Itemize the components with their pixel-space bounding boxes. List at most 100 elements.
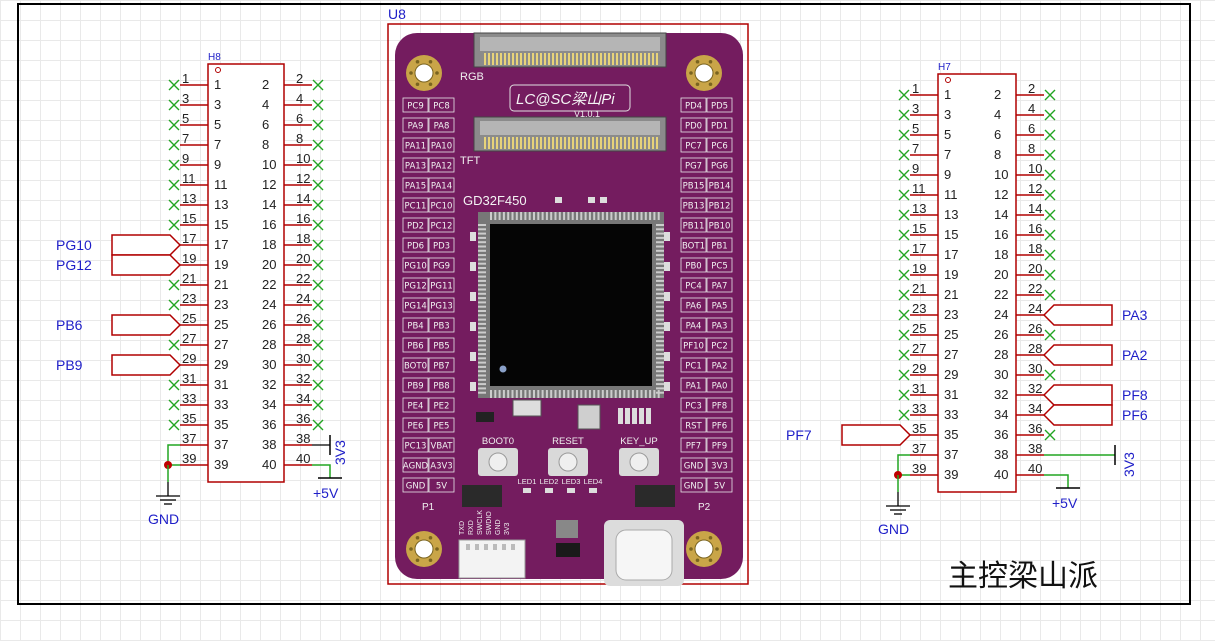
left-pad[interactable] xyxy=(428,217,455,233)
left-pad[interactable] xyxy=(428,137,455,153)
left-pad[interactable] xyxy=(402,357,429,373)
left-pad[interactable] xyxy=(402,377,429,393)
left-pad[interactable] xyxy=(402,477,429,493)
left-pad[interactable] xyxy=(402,277,429,293)
right-pad-label: PC7 xyxy=(685,142,701,152)
left-pad[interactable] xyxy=(402,417,429,433)
right-pad[interactable] xyxy=(706,317,733,333)
right-pad[interactable] xyxy=(706,337,733,353)
board-outline xyxy=(387,23,749,585)
left-pad[interactable] xyxy=(428,257,455,273)
left-pad[interactable] xyxy=(402,457,429,473)
left-pad[interactable] xyxy=(428,337,455,353)
right-pad[interactable] xyxy=(706,477,733,493)
left-pad[interactable] xyxy=(402,257,429,273)
left-pad[interactable] xyxy=(428,297,455,313)
right-pad[interactable] xyxy=(680,357,707,373)
left-pad[interactable] xyxy=(428,377,455,393)
right-pad[interactable] xyxy=(706,157,733,173)
right-pad-label: PD4 xyxy=(685,102,702,112)
right-pad[interactable] xyxy=(680,157,707,173)
uart-pin-label: GND xyxy=(495,519,502,535)
left-pad[interactable] xyxy=(428,277,455,293)
left-pad[interactable] xyxy=(428,97,455,113)
right-pad[interactable] xyxy=(706,357,733,373)
left-pad[interactable] xyxy=(402,297,429,313)
left-pad[interactable] xyxy=(402,397,429,413)
h8-no-connect-icon xyxy=(168,219,180,231)
right-pad[interactable] xyxy=(706,257,733,273)
left-pad-label: A3V3 xyxy=(430,462,452,472)
left-pad[interactable] xyxy=(428,237,455,253)
left-pad[interactable] xyxy=(402,317,429,333)
right-pad[interactable] xyxy=(706,377,733,393)
chip-name: GD32F450 xyxy=(463,193,527,208)
left-pad[interactable] xyxy=(428,457,455,473)
right-pad[interactable] xyxy=(680,97,707,113)
left-pad[interactable] xyxy=(428,117,455,133)
right-pad[interactable] xyxy=(680,417,707,433)
right-pad[interactable] xyxy=(680,457,707,473)
right-pad[interactable] xyxy=(680,337,707,353)
h7-pin-inner-number: 2 xyxy=(994,87,1001,102)
right-pad[interactable] xyxy=(680,137,707,153)
right-pad[interactable] xyxy=(680,437,707,453)
left-pad[interactable] xyxy=(402,217,429,233)
right-pad[interactable] xyxy=(680,177,707,193)
h7-pin-outer-number: 25 xyxy=(912,321,926,336)
right-pad[interactable] xyxy=(680,117,707,133)
h8-pin-inner-number: 5 xyxy=(214,117,221,132)
right-pad[interactable] xyxy=(706,177,733,193)
right-pad[interactable] xyxy=(680,237,707,253)
left-pad[interactable] xyxy=(428,197,455,213)
right-pad[interactable] xyxy=(680,217,707,233)
left-pad[interactable] xyxy=(428,417,455,433)
right-pad[interactable] xyxy=(706,457,733,473)
right-pad[interactable] xyxy=(680,477,707,493)
right-pad[interactable] xyxy=(680,397,707,413)
left-pad[interactable] xyxy=(402,117,429,133)
right-pad[interactable] xyxy=(706,277,733,293)
h7-no-connect-icon xyxy=(898,269,910,281)
left-pad[interactable] xyxy=(402,437,429,453)
right-pad[interactable] xyxy=(706,437,733,453)
right-pad[interactable] xyxy=(706,397,733,413)
left-pad[interactable] xyxy=(402,237,429,253)
led-label: LED3 xyxy=(562,477,581,486)
left-pad[interactable] xyxy=(428,177,455,193)
h7-pin-outer-number: 38 xyxy=(1028,441,1042,456)
left-pad[interactable] xyxy=(402,157,429,173)
left-pad[interactable] xyxy=(428,157,455,173)
right-pad[interactable] xyxy=(680,317,707,333)
left-pad[interactable] xyxy=(428,317,455,333)
left-pad[interactable] xyxy=(428,397,455,413)
left-pad[interactable] xyxy=(428,357,455,373)
right-pad[interactable] xyxy=(680,257,707,273)
right-pad[interactable] xyxy=(706,237,733,253)
right-pad[interactable] xyxy=(680,377,707,393)
h7-no-connect-icon xyxy=(898,109,910,121)
right-pad[interactable] xyxy=(680,197,707,213)
left-pad[interactable] xyxy=(428,437,455,453)
h8-pin-inner-number: 3 xyxy=(214,97,221,112)
right-pad[interactable] xyxy=(706,137,733,153)
right-pad[interactable] xyxy=(706,97,733,113)
right-pad[interactable] xyxy=(680,277,707,293)
right-pad[interactable] xyxy=(680,297,707,313)
left-pad[interactable] xyxy=(402,197,429,213)
left-pad[interactable] xyxy=(402,97,429,113)
right-pad[interactable] xyxy=(706,417,733,433)
right-pad[interactable] xyxy=(706,217,733,233)
left-pad[interactable] xyxy=(402,137,429,153)
right-pad[interactable] xyxy=(706,197,733,213)
right-pad[interactable] xyxy=(706,117,733,133)
uart-pin-label: 3V3 xyxy=(504,522,511,535)
right-pad[interactable] xyxy=(706,297,733,313)
h7-pin-outer-number: 13 xyxy=(912,201,926,216)
left-pad[interactable] xyxy=(402,177,429,193)
left-pad[interactable] xyxy=(428,477,455,493)
left-pad[interactable] xyxy=(402,337,429,353)
